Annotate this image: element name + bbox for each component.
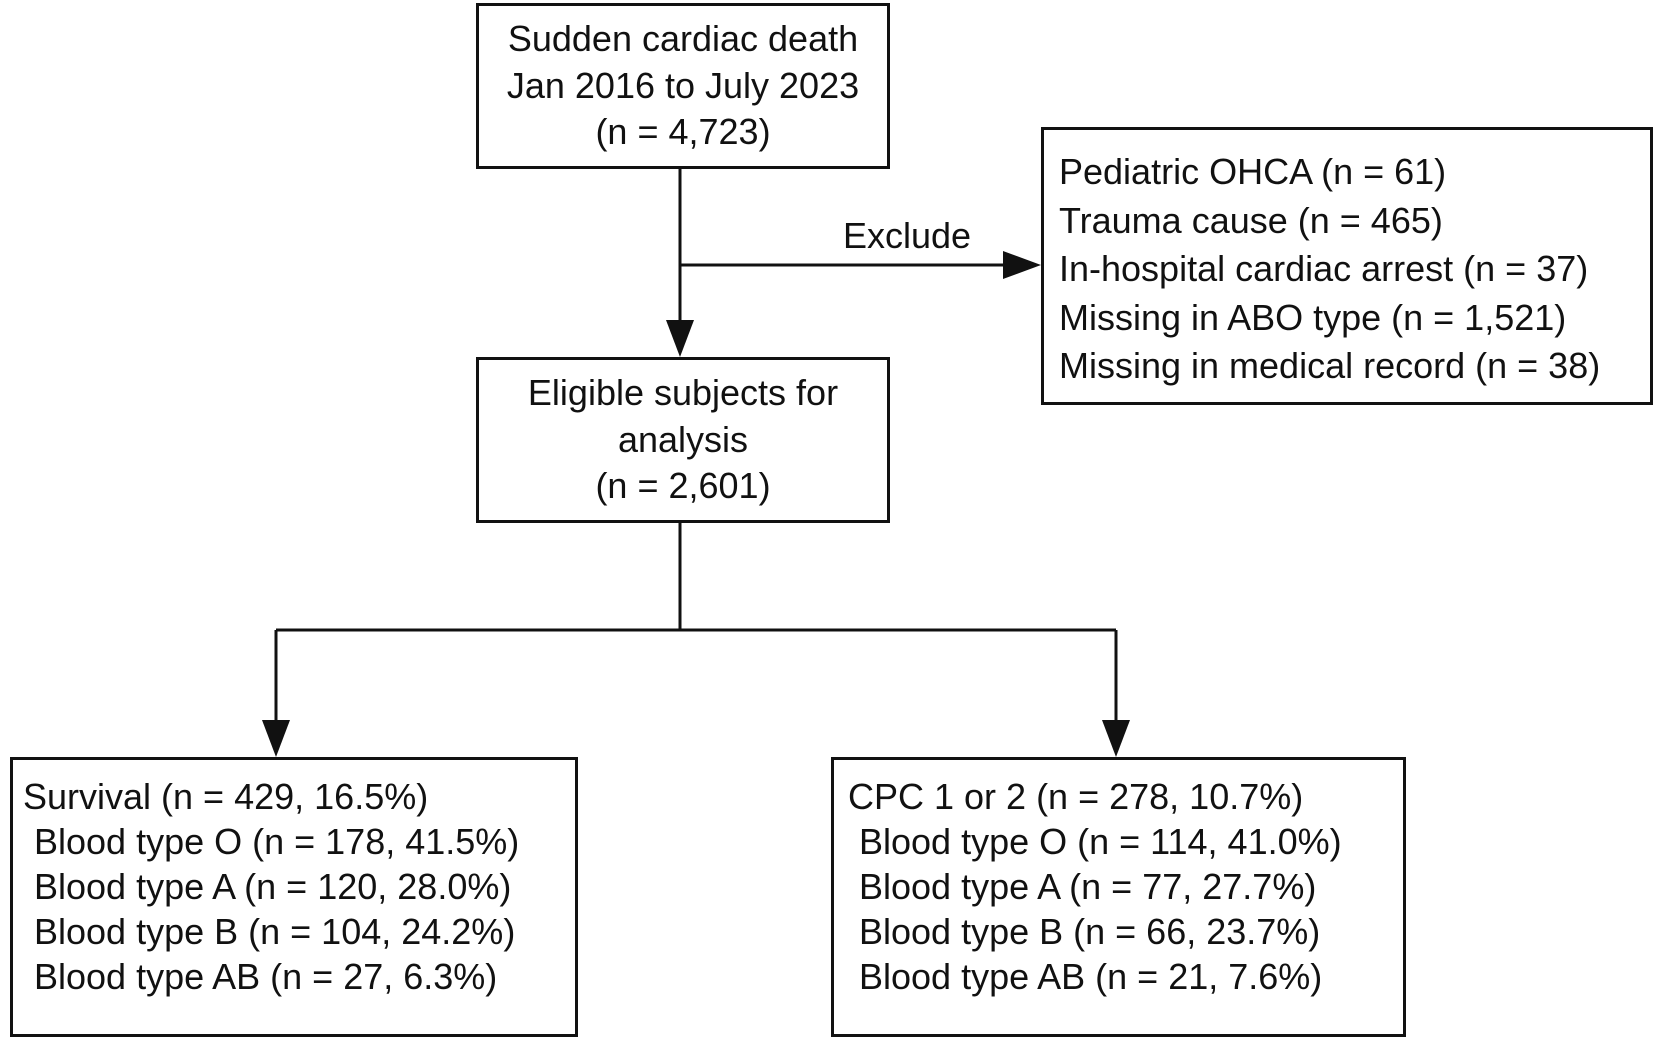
survival-blood-type-o: Blood type O (n = 178, 41.5%): [34, 821, 520, 862]
exclusion-item: Missing in ABO type (n = 1,521): [1059, 296, 1567, 338]
exclude-label: Exclude: [843, 215, 972, 256]
arrowhead-to-exclusions: [1003, 251, 1041, 279]
source-period: Jan 2016 to July 2023: [506, 64, 860, 106]
exclusion-item: Missing in medical record (n = 38): [1059, 345, 1601, 386]
cpc-heading: CPC 1 or 2 (n = 278, 10.7%): [848, 776, 1304, 817]
survival-outcome-box: Survival (n = 429, 16.5%) Blood type O (…: [10, 757, 578, 1037]
survival-blood-type-a: Blood type A (n = 120, 28.0%): [34, 866, 512, 907]
cpc-blood-type-b: Blood type B (n = 66, 23.7%): [859, 911, 1321, 952]
survival-heading: Survival (n = 429, 16.5%): [23, 776, 429, 817]
arrowhead-to-cpc: [1102, 720, 1130, 757]
exclusion-item: Pediatric OHCA (n = 61): [1059, 151, 1447, 192]
source-count: (n = 4,723): [595, 111, 771, 153]
exclusion-item: Trauma cause (n = 465): [1059, 199, 1443, 241]
eligible-subjects-box: Eligible subjects for analysis (n = 2,60…: [476, 357, 890, 523]
exclusion-item: In-hospital cardiac arrest (n = 37): [1059, 248, 1589, 289]
eligible-title-cont: analysis: [617, 418, 749, 460]
arrowhead-to-survival: [262, 720, 290, 757]
survival-blood-type-ab: Blood type AB (n = 27, 6.3%): [34, 956, 498, 997]
cpc-blood-type-ab: Blood type AB (n = 21, 7.6%): [859, 956, 1323, 997]
cpc-outcome-box: CPC 1 or 2 (n = 278, 10.7%) Blood type O…: [831, 757, 1406, 1037]
source-population-box: Sudden cardiac death Jan 2016 to July 20…: [476, 3, 890, 169]
cpc-blood-type-o: Blood type O (n = 114, 41.0%): [859, 821, 1342, 862]
cpc-blood-type-a: Blood type A (n = 77, 27.7%): [859, 866, 1317, 907]
source-title: Sudden cardiac death: [507, 17, 859, 59]
eligible-count: (n = 2,601): [595, 465, 771, 507]
exclusion-criteria-box: Pediatric OHCA (n = 61) Trauma cause (n …: [1041, 127, 1653, 405]
arrowhead-to-eligible: [666, 320, 694, 357]
survival-blood-type-b: Blood type B (n = 104, 24.2%): [34, 911, 516, 952]
eligible-title: Eligible subjects for: [527, 371, 839, 413]
